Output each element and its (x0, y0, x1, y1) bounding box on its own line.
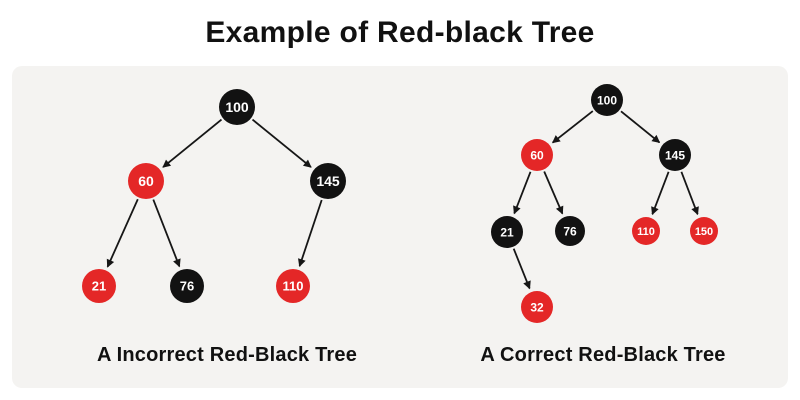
page-title: Example of Red-black Tree (205, 16, 595, 49)
node-value: 32 (530, 300, 544, 314)
tree-edge-100-145 (251, 118, 312, 168)
tree-edge-100-145 (620, 110, 661, 144)
node-value: 145 (316, 173, 340, 189)
node-value: 21 (92, 279, 106, 294)
caption-correct-tree: A Correct Red-Black Tree (480, 344, 726, 366)
tree-node-correct-32: 32 (521, 291, 553, 323)
node-value: 76 (180, 279, 194, 294)
node-value: 60 (138, 173, 154, 189)
edges-layer (106, 110, 699, 290)
node-value: 21 (500, 225, 514, 239)
title-band: Example of Red-black Tree (0, 0, 800, 66)
node-circle-black (219, 89, 255, 125)
tree-node-incorrect-21: 21 (82, 269, 116, 303)
tree-edge-100-60 (551, 110, 594, 144)
tree-node-correct-60: 60 (521, 139, 553, 171)
caption-incorrect-tree: A Incorrect Red-Black Tree (96, 344, 358, 366)
node-circle-black (555, 216, 585, 246)
tree-edge-60-76 (152, 199, 181, 268)
node-circle-red (690, 217, 718, 245)
node-circle-black (170, 269, 204, 303)
tree-edge-60-21 (513, 171, 532, 215)
tree-edge-145-110 (298, 199, 323, 268)
tree-node-incorrect-100: 100 (219, 89, 255, 125)
tree-node-incorrect-76: 76 (170, 269, 204, 303)
tree-node-correct-110: 110 (632, 217, 660, 245)
node-circle-red (521, 291, 553, 323)
tree-node-correct-100: 100 (591, 84, 623, 116)
node-circle-black (310, 163, 346, 199)
tree-edge-60-21 (106, 198, 139, 268)
tree-node-incorrect-145: 145 (310, 163, 346, 199)
tree-node-correct-76: 76 (555, 216, 585, 246)
node-circle-red (276, 269, 310, 303)
tree-node-correct-145: 145 (659, 139, 691, 171)
tree-node-correct-21: 21 (491, 216, 523, 248)
node-value: 110 (637, 226, 655, 238)
node-circle-red (632, 217, 660, 245)
tree-edge-145-110 (651, 171, 670, 216)
node-circle-red (521, 139, 553, 171)
node-circle-black (591, 84, 623, 116)
tree-edge-21-32 (512, 248, 531, 290)
tree-node-incorrect-110: 110 (276, 269, 310, 303)
node-circle-red (128, 163, 164, 199)
tree-node-correct-150: 150 (690, 217, 718, 245)
tree-edge-60-76 (543, 171, 564, 215)
node-circle-black (659, 139, 691, 171)
nodes-layer: 100 60 145 21 76 110 100 60 145 21 76 110 150 32 (82, 84, 718, 323)
tree-node-incorrect-60: 60 (128, 163, 164, 199)
node-value: 100 (225, 99, 249, 115)
node-circle-red (82, 269, 116, 303)
node-value: 100 (597, 93, 617, 107)
tree-edge-100-60 (162, 118, 223, 168)
node-value: 150 (695, 226, 713, 238)
node-value: 145 (665, 148, 685, 162)
node-value: 110 (283, 279, 304, 294)
node-value: 60 (530, 148, 544, 162)
node-value: 76 (563, 224, 577, 238)
tree-edge-145-150 (680, 171, 699, 216)
node-circle-black (491, 216, 523, 248)
